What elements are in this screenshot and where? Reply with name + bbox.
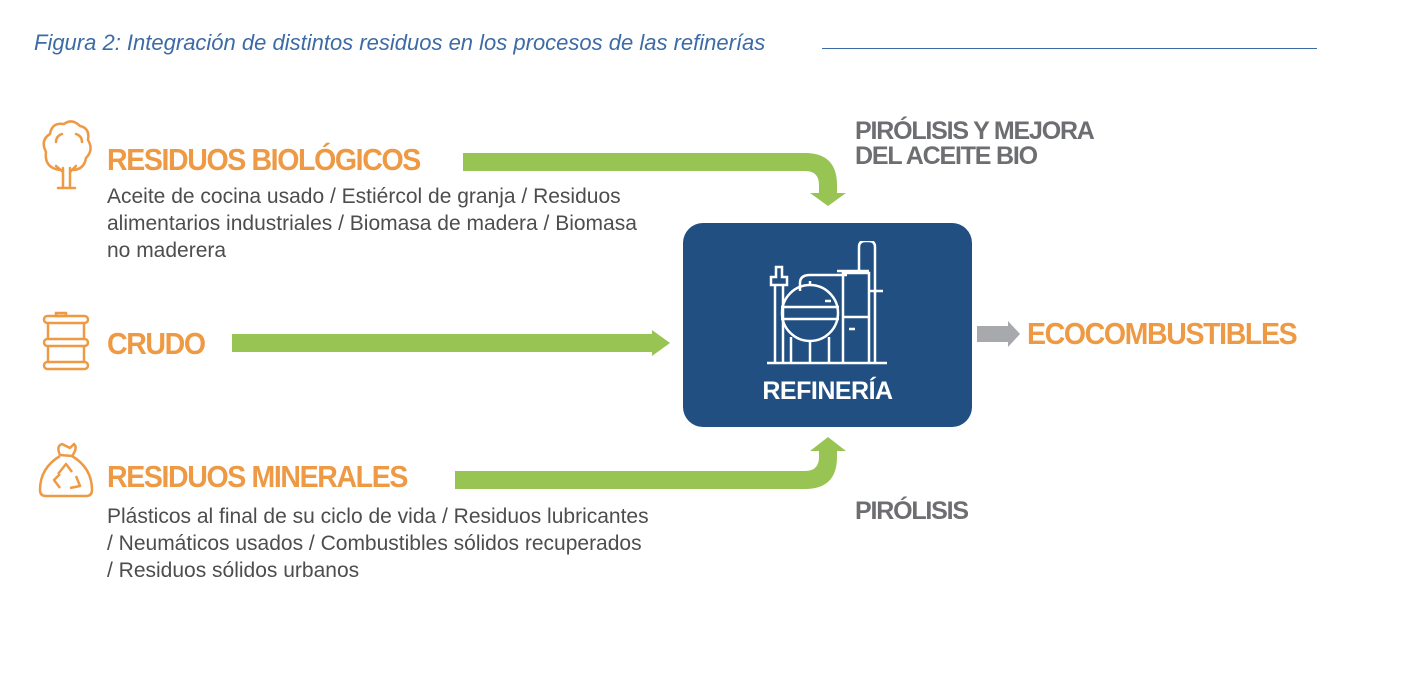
process-line: PIRÓLISIS Y MEJORA [855, 117, 1095, 145]
desc-line: Plásticos al final de su ciclo de vida /… [107, 505, 649, 528]
input-title-biological: RESIDUOS BIOLÓGICOS [107, 142, 421, 177]
arrow-output [977, 321, 1020, 347]
input-desc-mineral: Plásticos al final de su ciclo de vida /… [107, 503, 649, 584]
desc-line: alimentarios industriales / Biomasa de m… [107, 212, 637, 235]
tree-icon [42, 120, 92, 190]
process-line: DEL ACEITE BIO [855, 142, 1038, 170]
caption-rule [822, 48, 1317, 49]
desc-line: / Neumáticos usados / Combustibles sólid… [107, 532, 642, 555]
arrow-mineral [455, 437, 846, 489]
desc-line: / Residuos sólidos urbanos [107, 559, 360, 582]
recycle-bag-icon [38, 442, 94, 498]
arrow-crude [232, 330, 670, 356]
arrow-biological [463, 153, 846, 206]
process-bottom-label: PIRÓLISIS [855, 497, 969, 525]
refinery-icon [767, 241, 887, 365]
oil-barrel-icon [42, 311, 90, 371]
output-label: ECOCOMBUSTIBLES [1027, 316, 1298, 351]
figure-caption: Figura 2: Integración de distintos resid… [34, 30, 766, 55]
input-title-mineral: RESIDUOS MINERALES [107, 459, 408, 494]
refinery-box: REFINERÍA [683, 223, 972, 427]
desc-line: Aceite de cocina usado / Estiércol de gr… [107, 185, 621, 208]
process-top-label: PIRÓLISIS Y MEJORA DEL ACEITE BIO [855, 117, 1095, 170]
refinery-label: REFINERÍA [762, 377, 893, 405]
desc-line: no maderera [107, 239, 227, 262]
input-desc-biological: Aceite de cocina usado / Estiércol de gr… [107, 183, 637, 264]
input-title-crude: CRUDO [107, 326, 206, 361]
